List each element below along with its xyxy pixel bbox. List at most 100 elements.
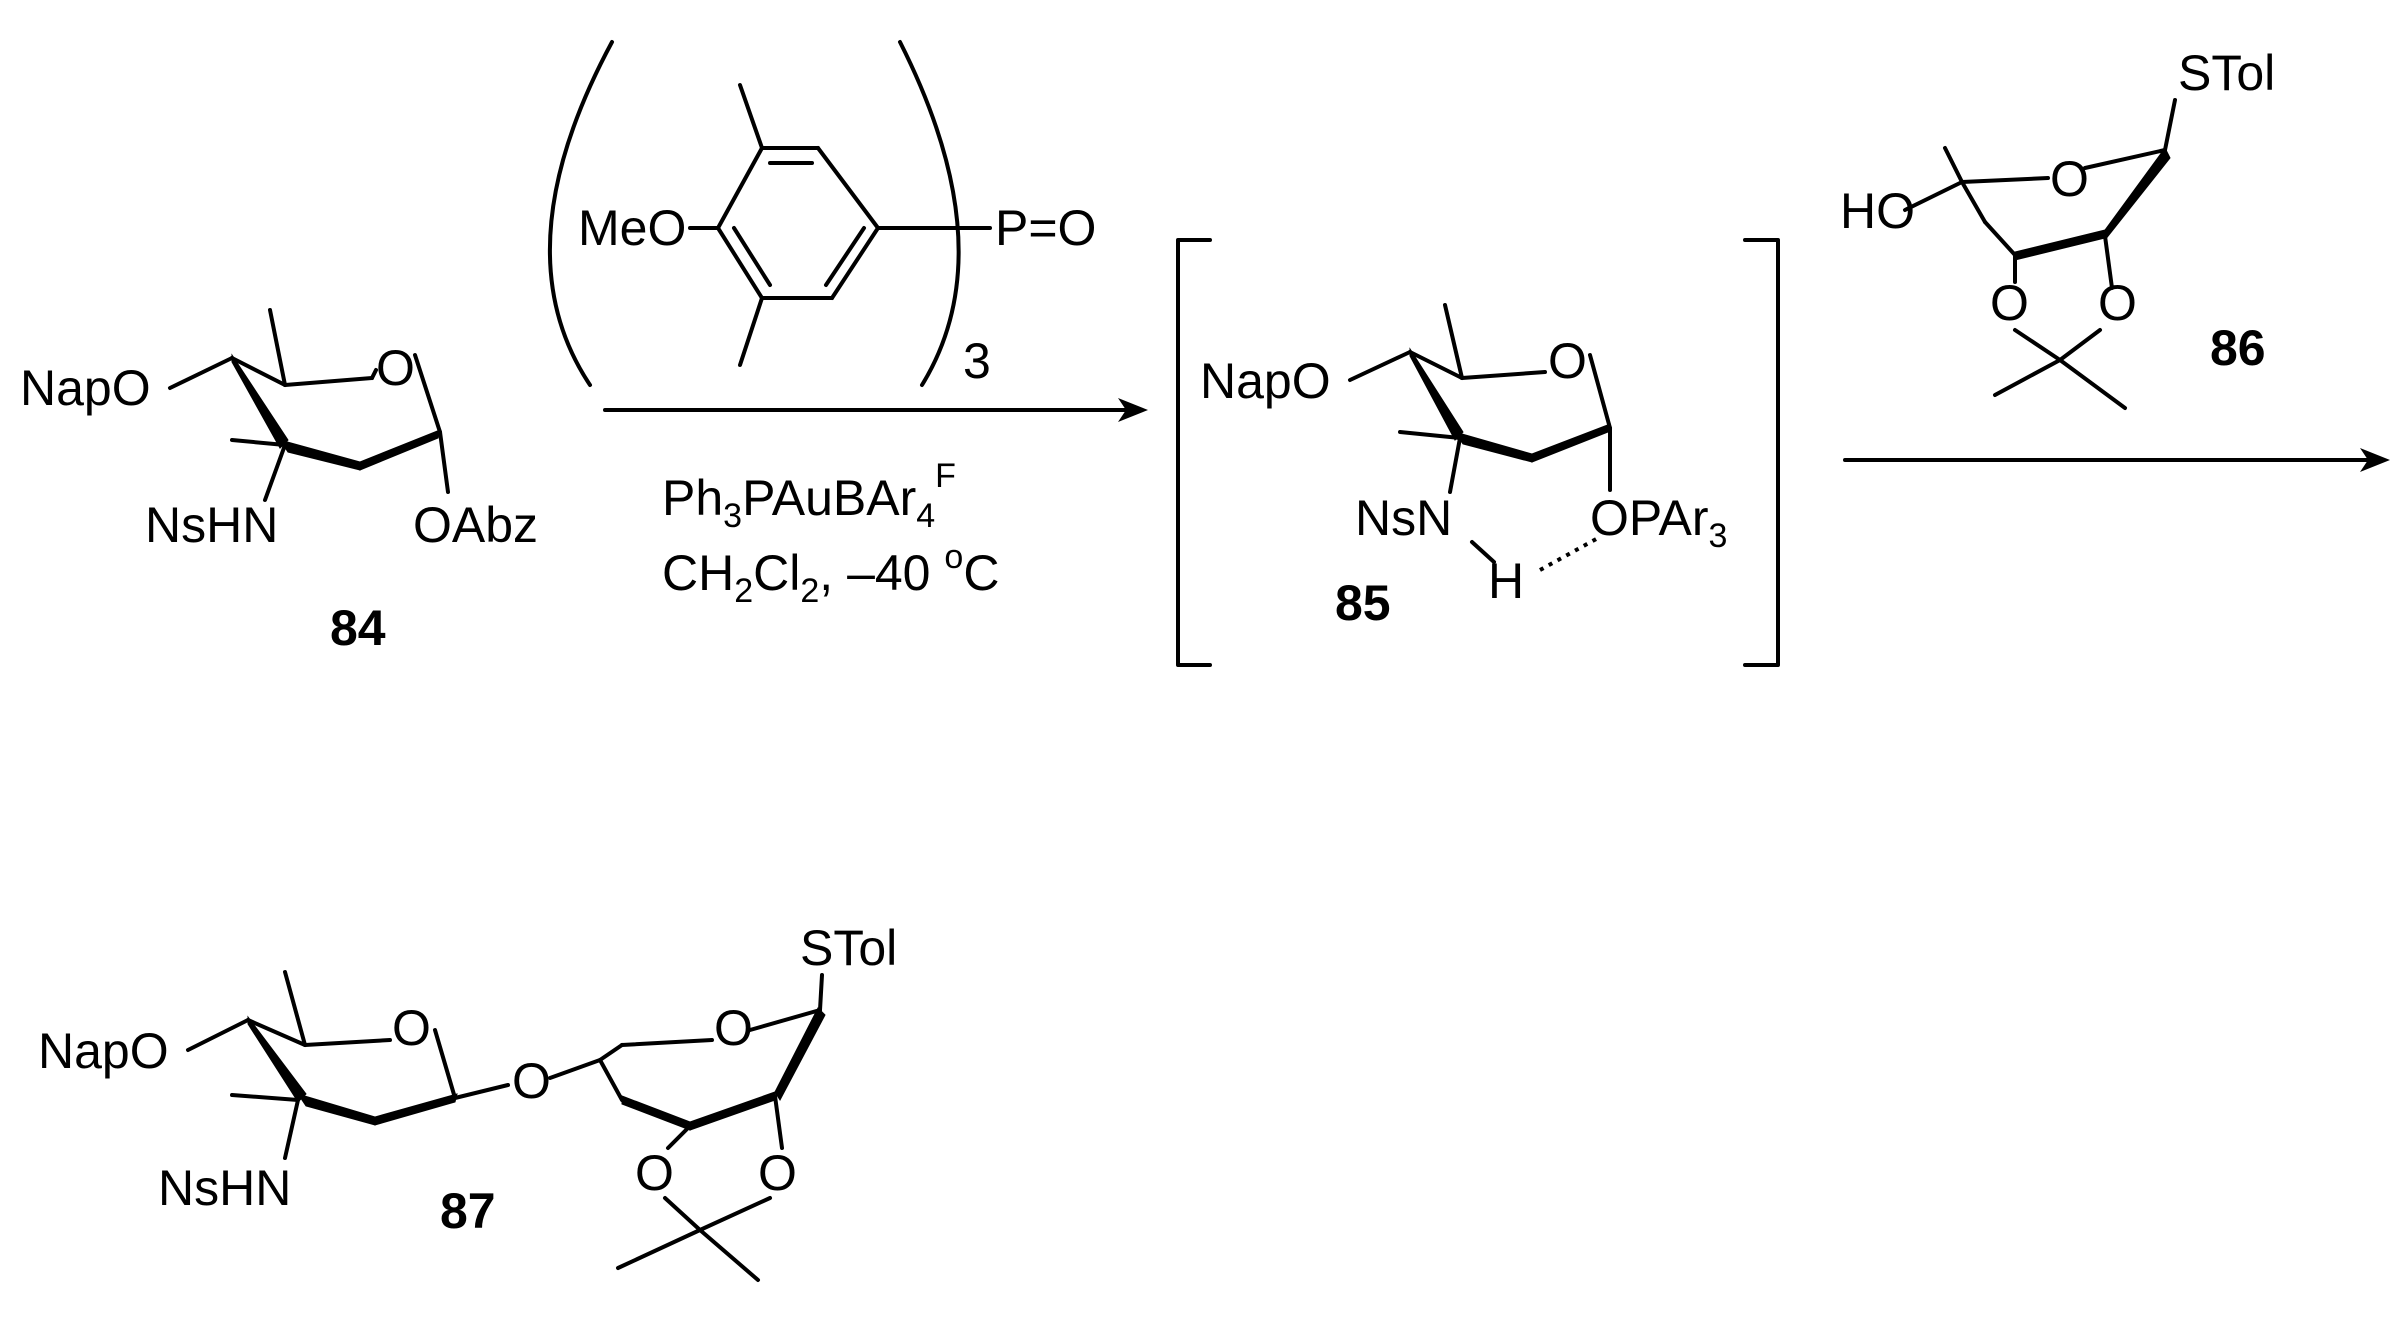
wedge-bond — [278, 439, 361, 471]
bond — [433, 1028, 457, 1100]
wedge-bond — [689, 1091, 776, 1131]
wedge-bond — [247, 1015, 307, 1103]
conditions-text: CH2Cl2, –40 oC — [662, 538, 999, 610]
compound-85: NapO O NsN H OPAr3 85 — [1200, 303, 1727, 631]
bond — [2163, 98, 2177, 152]
bond — [818, 973, 824, 1012]
wedge-bond — [2014, 229, 2106, 261]
right-parenthesis — [898, 40, 961, 387]
bond — [548, 1058, 602, 1080]
bond — [283, 970, 307, 1047]
wedge-bond — [621, 1095, 691, 1131]
bond — [1960, 176, 2050, 184]
methyl-bond — [738, 296, 764, 367]
oabz-label-84: OAbz — [413, 497, 538, 553]
wedge-bond — [774, 1007, 826, 1102]
compound-number-85: 85 — [1335, 575, 1391, 631]
bond — [1588, 353, 1612, 430]
reagent-count: 3 — [963, 333, 991, 389]
wedge-bond — [231, 353, 289, 449]
bond — [620, 1038, 714, 1047]
bond — [1983, 220, 2017, 257]
reagent-phosphine-oxide: MeO P=O 3 — [547, 40, 1096, 389]
bond — [303, 1038, 392, 1047]
bond — [283, 1098, 300, 1160]
bond — [370, 368, 378, 380]
bond — [230, 356, 287, 387]
bond — [2083, 148, 2167, 170]
compound-number-87: 87 — [440, 1183, 496, 1239]
acetonide-oxygen-87-a: O — [635, 1145, 674, 1201]
arrow-head — [2360, 448, 2390, 472]
bond — [283, 376, 374, 387]
left-parenthesis — [547, 40, 614, 387]
bond — [246, 1018, 307, 1047]
bond — [453, 1083, 510, 1100]
bond — [168, 356, 234, 390]
methoxy-label: MeO — [578, 200, 686, 256]
reaction-arrow-2 — [1843, 448, 2390, 472]
bond — [1903, 180, 1964, 212]
bond — [230, 438, 287, 447]
hydrogen-bond — [1539, 536, 1599, 572]
compound-number-86: 86 — [2210, 320, 2266, 376]
bond — [830, 226, 880, 300]
ring-oxygen-84: O — [376, 340, 415, 396]
bond — [263, 443, 287, 502]
glycosidic-oxygen-87: O — [512, 1053, 551, 1109]
bond — [698, 1196, 772, 1232]
compound-number-84: 84 — [330, 600, 386, 656]
bond — [438, 430, 450, 494]
bond — [413, 353, 442, 434]
wedge-bond — [374, 1093, 458, 1126]
ring-oxygen-87-b: O — [714, 1000, 753, 1056]
compound-84: NapO O NsHN OAbz 84 — [20, 308, 538, 656]
acetonide-oxygen-86-b: O — [2098, 275, 2137, 331]
wedge-bond — [1453, 431, 1533, 463]
bond — [230, 1093, 300, 1102]
bond — [1398, 430, 1462, 440]
arrow-head — [1118, 398, 1148, 422]
bond — [1943, 146, 1964, 184]
catalyst-text: Ph3PAuBAr4F — [662, 457, 956, 535]
bond — [2103, 234, 2114, 290]
nshn-label-87: NsHN — [158, 1160, 291, 1216]
bond — [616, 1228, 702, 1270]
bond — [186, 1018, 250, 1052]
nsn-label-85: NsN — [1355, 490, 1452, 546]
right-bracket — [1743, 238, 1780, 667]
bond — [1460, 370, 1547, 380]
bond — [1960, 180, 1987, 224]
bond — [698, 1228, 760, 1282]
aromatic-inner-bond — [732, 226, 772, 287]
bond — [816, 146, 880, 230]
intermediate-brackets — [1176, 238, 1780, 667]
acetonide-oxygen-86-a: O — [1990, 275, 2029, 331]
ring-oxygen-87-a: O — [392, 1000, 431, 1056]
ring-oxygen-86: O — [2050, 151, 2089, 207]
wedge-bond — [1409, 347, 1464, 441]
bond — [716, 146, 764, 230]
bond — [2058, 358, 2127, 410]
stol-label-87: STol — [800, 920, 897, 976]
bond — [666, 1124, 692, 1150]
bond — [1470, 540, 1496, 564]
napo-label-85: NapO — [1200, 353, 1331, 409]
nshn-label-84: NsHN — [145, 497, 278, 553]
stol-label-86: STol — [2178, 45, 2275, 101]
hydrogen-label-85: H — [1488, 553, 1524, 609]
phosphoryl-label: P=O — [995, 200, 1096, 256]
aromatic-inner-bond — [824, 226, 866, 287]
methyl-bond — [738, 83, 764, 150]
bond — [2058, 328, 2102, 362]
opar-label-85: OPAr3 — [1590, 490, 1727, 555]
napo-label-84: NapO — [20, 360, 151, 416]
ho-label-86: HO — [1840, 183, 1915, 239]
bond — [1448, 436, 1462, 494]
bond — [598, 1058, 624, 1102]
bond — [598, 1043, 624, 1062]
bond — [773, 1094, 784, 1150]
bond — [268, 308, 287, 387]
bond — [748, 1008, 822, 1032]
